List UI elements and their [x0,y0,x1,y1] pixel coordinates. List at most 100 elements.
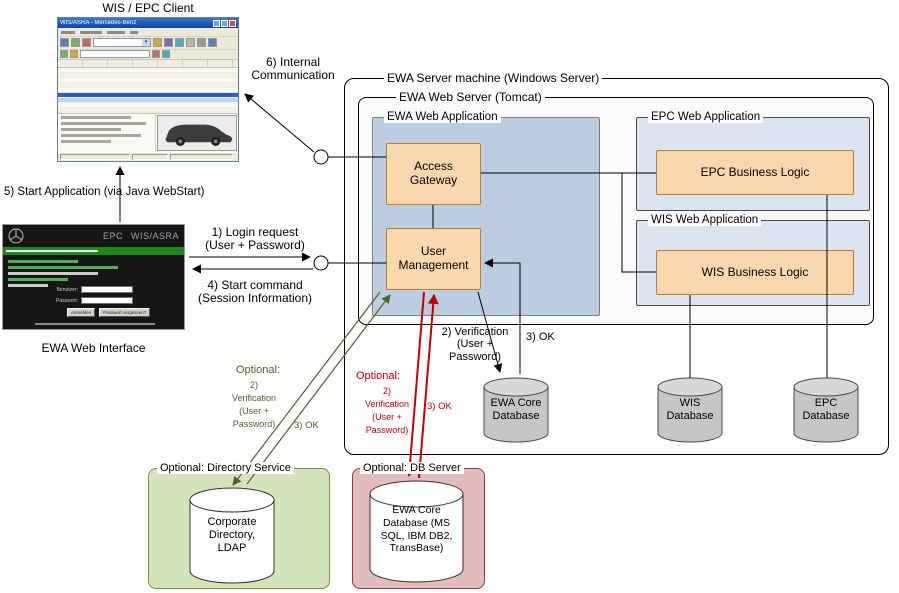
arrow-internal-communication [244,93,315,153]
optional-db-server-label: Optional: DB Server [360,462,464,474]
menu-item[interactable] [130,30,138,34]
wis-business-logic-box: WIS Business Logic [656,250,854,295]
minimize-button[interactable] [213,19,220,27]
toolbar-icon[interactable] [162,50,170,59]
status-cell [132,154,168,161]
table-row[interactable] [58,78,238,84]
database-icon [793,377,859,443]
text-line [61,140,111,144]
forgot-password-button[interactable]: Passwort vergessen? [99,308,151,317]
wis-database-label: WIS Database [666,397,714,422]
toolbar-icon[interactable] [208,38,217,48]
password-label: Passwort: [56,297,78,304]
login-message-lines [8,260,118,290]
table-row[interactable] [58,83,238,89]
menu-item[interactable] [61,30,75,34]
ewa-core-database-cylinder: EWA Core Database [482,376,550,444]
toolbar-icon[interactable] [152,50,160,59]
search-input[interactable] [80,50,150,59]
table-row-selected[interactable] [58,93,238,99]
password-input[interactable] [81,297,133,304]
toolbar-icon[interactable] [70,50,78,59]
status-cell [169,154,233,161]
label-ldap-verification: 2) Verification (User + Password) [231,380,277,430]
optional-ewa-core-db-cylinder: EWA Core Database (MS SQL, IBM DB2, Tran… [368,480,465,584]
label-ldap-optional: Optional: [236,364,281,376]
table-row[interactable] [58,88,238,94]
client-window-title: WIS/ASRA - Mercedes-Benz [60,20,137,27]
text-line [8,272,98,275]
toolbar-icon[interactable] [82,38,91,48]
toolbar-icon[interactable] [60,38,69,48]
epc-web-application-label: EPC Web Application [648,111,764,123]
client-statusbar [58,152,238,162]
tomcat-label: EWA Web Server (Tomcat) [396,90,545,104]
toolbar-icon[interactable] [60,50,68,59]
toolbar-icon[interactable] [197,38,206,48]
toolbar-icon[interactable] [71,38,80,48]
wis-database-cylinder: WIS Database [656,376,724,444]
label-ldap-ok: 3) OK [294,420,319,431]
client-toolbar[interactable]: ▾ [58,37,238,50]
label-dbserver-optional: Optional: [356,370,401,382]
chevron-down-icon[interactable]: ▾ [142,39,150,47]
label-login-request: 1) Login request (User + Password) [205,225,305,253]
menu-item[interactable] [80,30,102,34]
maximize-button[interactable] [221,19,228,27]
table-row[interactable] [58,98,238,104]
toolbar-icon[interactable] [186,38,195,48]
interface-lollipop-login [313,255,329,271]
web-interface-caption: EWA Web Interface [41,341,146,355]
login-form: Benutzer: Passwort: Anmelden Passwort ve… [49,286,151,317]
database-icon [483,377,549,443]
toolbar-icon[interactable] [153,38,162,48]
label-internal-communication: 6) Internal Communication [251,55,335,83]
label-start-application: 5) Start Application (via Java WebStart) [4,186,205,198]
label-verification: 2) Verification (User + Password) [441,326,509,363]
status-cell [60,154,131,161]
optional-ewa-core-db-label: EWA Core Database (MS SQL, IBM DB2, Tran… [380,504,453,555]
client-menubar[interactable] [58,28,238,38]
text-line [61,116,131,120]
menu-item[interactable] [107,30,125,34]
server-machine-label: EWA Server machine (Windows Server) [384,71,603,85]
client-detail-area [58,113,238,153]
table-row[interactable] [58,103,238,109]
version-text-line [35,323,155,325]
text-line [61,122,146,126]
epc-business-logic-box: EPC Business Logic [656,150,854,195]
close-button[interactable] [229,19,236,27]
wis-web-application-label: WIS Web Application [648,214,762,226]
text-line [8,260,78,263]
database-icon [369,480,464,583]
ewa-core-database-label: EWA Core Database [490,397,542,422]
brand-wis-asra: WIS/ASRA [130,231,179,241]
label-start-command: 4) Start command (Session Information) [197,278,313,306]
table-row[interactable] [58,73,238,79]
car-icon [165,124,233,147]
car-image [156,115,237,152]
table-row[interactable] [58,108,238,114]
banner-text-line [6,250,98,252]
client-result-table[interactable] [58,60,238,114]
username-input[interactable] [81,286,133,293]
table-row[interactable] [58,68,238,74]
toolbar-icon[interactable] [164,38,173,48]
client-toolbar-2[interactable] [58,50,238,61]
toolbar-icon[interactable] [175,38,184,48]
text-line [61,128,121,132]
brand-epc: EPC [102,231,123,241]
optional-directory-service-label: Optional: Directory Service [157,462,294,474]
client-titlebar[interactable]: WIS/ASRA - Mercedes-Benz [58,18,238,29]
model-combobox[interactable]: ▾ [93,38,151,48]
access-gateway-box: Access Gateway [386,143,481,205]
text-line [8,284,48,287]
text-line [61,134,141,138]
database-icon [189,487,275,584]
login-button[interactable]: Anmelden [67,308,96,317]
epc-database-label: EPC Database [802,397,850,422]
client-caption: WIS / EPC Client [102,1,194,15]
username-label: Benutzer: [56,286,78,293]
ewa-web-application-label: EWA Web Application [384,111,501,123]
